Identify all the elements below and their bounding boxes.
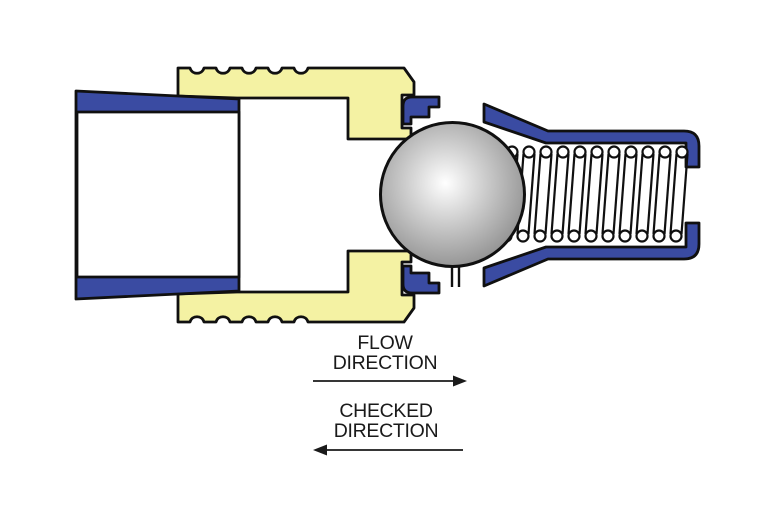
flow-arrowhead-right-icon — [453, 375, 467, 387]
spring-coil-part — [652, 153, 661, 235]
spring-coil-part — [629, 153, 638, 235]
flow-label-line1: FLOW — [357, 332, 413, 354]
inlet-pipe-bore — [75, 110, 241, 279]
spring-coil-part — [635, 229, 649, 243]
spring-coil-part — [561, 153, 570, 235]
spring-coil-part — [584, 229, 598, 243]
checked-label-line1: CHECKED — [339, 400, 432, 422]
checked-arrowhead-left-icon — [313, 444, 327, 456]
spring-coil-part — [607, 145, 621, 159]
spring-coil-part — [522, 145, 536, 159]
spring — [499, 145, 689, 243]
spring-coil-part — [573, 145, 587, 159]
flow-label-line2: DIRECTION — [333, 352, 438, 374]
spring-coil-part — [641, 145, 655, 159]
spring-coil-part — [567, 229, 581, 243]
spring-coil-part — [516, 229, 530, 243]
check-ball — [379, 121, 526, 268]
valve-seat-top — [401, 95, 441, 126]
spring-housing-bottom — [482, 221, 701, 288]
spring-coil-part — [669, 229, 683, 243]
spring-coil-part — [550, 153, 559, 235]
spring-coil-part — [663, 153, 672, 235]
valve-seat-bottom — [401, 264, 441, 295]
union-nut-top-half — [176, 66, 416, 141]
inlet-pipe — [74, 89, 241, 301]
spring-coil-part — [550, 229, 564, 243]
spring-coil-part — [590, 145, 604, 159]
spring-coil-part — [539, 145, 553, 159]
spring-coil-part — [680, 153, 689, 235]
spring-coil-part — [618, 229, 632, 243]
spring-coil-part — [601, 229, 615, 243]
spring-coil-part — [567, 153, 576, 235]
spring-coil-part — [612, 153, 621, 235]
valve-seat — [401, 95, 441, 295]
spring-coil-part — [556, 145, 570, 159]
spring-coil-part — [635, 153, 644, 235]
spring-coil-part — [595, 153, 604, 235]
spring-coil-part — [533, 229, 547, 243]
spring-coil-part — [658, 145, 672, 159]
spring-coil-part — [624, 145, 638, 159]
spring-coil-part — [669, 153, 678, 235]
spring-coil-part — [675, 145, 689, 159]
spring-coil-part — [646, 153, 655, 235]
spring-coil-part — [578, 153, 587, 235]
spring-coil-part — [601, 153, 610, 235]
spring-coil-part — [527, 153, 536, 235]
spring-coil-part — [584, 153, 593, 235]
checked-label-line2: DIRECTION — [334, 420, 439, 442]
flow-direction-arrow — [313, 375, 467, 387]
spring-coil-part — [544, 153, 553, 235]
annotations: FLOW DIRECTION CHECKED DIRECTION — [313, 332, 467, 456]
spring-coil-part — [618, 153, 627, 235]
spring-coil-part — [652, 229, 666, 243]
spring-housing — [482, 102, 701, 288]
spring-coil-part — [533, 153, 542, 235]
union-nut-bottom-half — [176, 249, 416, 324]
checked-direction-arrow — [313, 444, 463, 456]
spring-housing-top — [482, 102, 701, 169]
union-nut — [176, 66, 416, 324]
